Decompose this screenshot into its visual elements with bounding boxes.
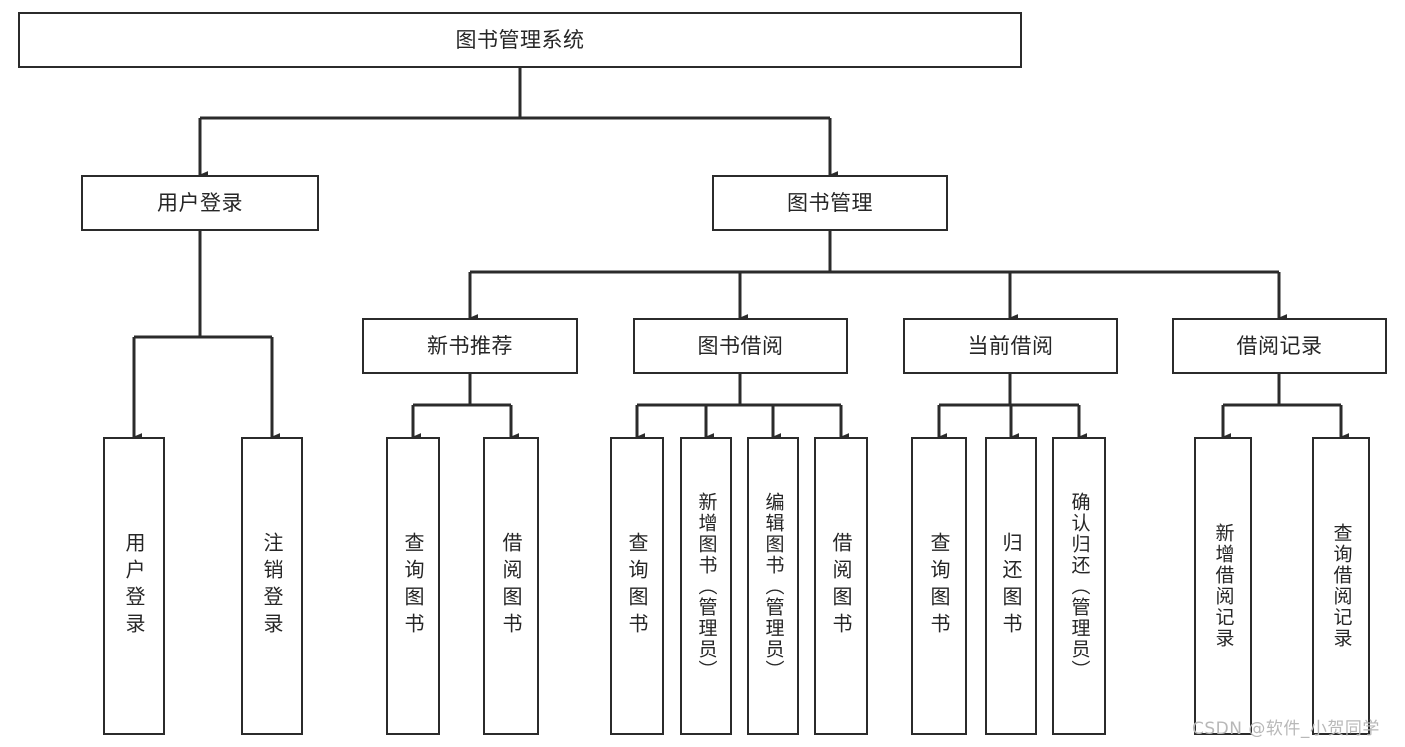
node-user-login[interactable]: 用户登录 bbox=[81, 175, 319, 231]
node-leaf-user-login-label: 用户登录 bbox=[122, 532, 146, 640]
node-leaf-user-login[interactable]: 用户登录 bbox=[103, 437, 165, 735]
node-leaf-query-book-cur-label: 查询图书 bbox=[927, 532, 951, 640]
node-leaf-add-borrow-record[interactable]: 新增借阅记录 bbox=[1194, 437, 1252, 735]
node-leaf-query-book-rec[interactable]: 查询图书 bbox=[386, 437, 440, 735]
node-leaf-return-book[interactable]: 归还图书 bbox=[985, 437, 1037, 735]
node-book-manage[interactable]: 图书管理 bbox=[712, 175, 948, 231]
node-root-label: 图书管理系统 bbox=[455, 27, 585, 52]
node-leaf-add-book-admin[interactable]: 新增图书（管理员） bbox=[680, 437, 732, 735]
node-user-login-label: 用户登录 bbox=[157, 190, 243, 215]
node-leaf-query-book-borrow-label: 查询图书 bbox=[625, 532, 649, 640]
node-leaf-query-book-rec-label: 查询图书 bbox=[401, 532, 425, 640]
node-current-borrow[interactable]: 当前借阅 bbox=[903, 318, 1118, 374]
node-leaf-return-book-label: 归还图书 bbox=[999, 532, 1023, 640]
node-leaf-add-borrow-record-label: 新增借阅记录 bbox=[1212, 523, 1235, 649]
node-leaf-confirm-return-admin[interactable]: 确认归还（管理员） bbox=[1052, 437, 1106, 735]
node-leaf-logout-label: 注销登录 bbox=[260, 532, 284, 640]
node-borrow-record-label: 借阅记录 bbox=[1236, 333, 1323, 358]
node-borrow-record[interactable]: 借阅记录 bbox=[1172, 318, 1387, 374]
node-leaf-query-borrow-record[interactable]: 查询借阅记录 bbox=[1312, 437, 1370, 735]
node-new-book-recommend-label: 新书推荐 bbox=[427, 333, 513, 358]
node-book-borrow[interactable]: 图书借阅 bbox=[633, 318, 848, 374]
node-book-borrow-label: 图书借阅 bbox=[697, 333, 784, 358]
node-leaf-borrow-book-rec-label: 借阅图书 bbox=[499, 532, 523, 640]
node-leaf-logout[interactable]: 注销登录 bbox=[241, 437, 303, 735]
node-leaf-borrow-book[interactable]: 借阅图书 bbox=[814, 437, 868, 735]
node-leaf-edit-book-admin-label: 编辑图书（管理员） bbox=[762, 491, 785, 681]
node-root[interactable]: 图书管理系统 bbox=[18, 12, 1022, 68]
node-leaf-borrow-book-label: 借阅图书 bbox=[829, 532, 853, 640]
node-leaf-query-book-borrow[interactable]: 查询图书 bbox=[610, 437, 664, 735]
node-leaf-borrow-book-rec[interactable]: 借阅图书 bbox=[483, 437, 539, 735]
node-current-borrow-label: 当前借阅 bbox=[967, 333, 1054, 358]
node-leaf-query-borrow-record-label: 查询借阅记录 bbox=[1330, 523, 1353, 649]
node-leaf-add-book-admin-label: 新增图书（管理员） bbox=[695, 491, 718, 681]
node-leaf-confirm-return-admin-label: 确认归还（管理员） bbox=[1068, 491, 1091, 681]
csdn-watermark: CSDN @软件_小贺同学 bbox=[1192, 719, 1380, 739]
node-new-book-recommend[interactable]: 新书推荐 bbox=[362, 318, 578, 374]
node-book-manage-label: 图书管理 bbox=[787, 190, 873, 215]
node-leaf-edit-book-admin[interactable]: 编辑图书（管理员） bbox=[747, 437, 799, 735]
node-leaf-query-book-cur[interactable]: 查询图书 bbox=[911, 437, 967, 735]
